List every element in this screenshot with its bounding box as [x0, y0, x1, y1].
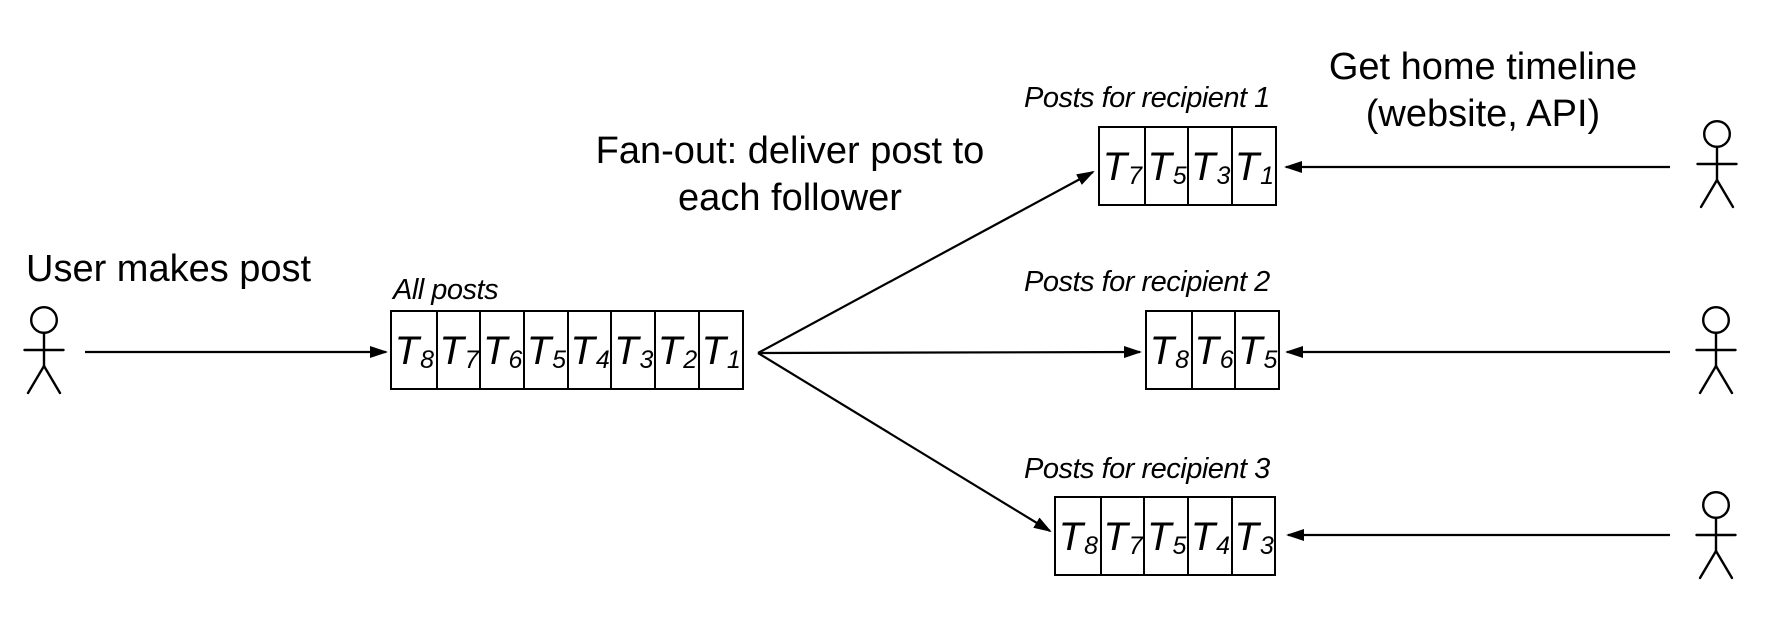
timeline-reader-2-figure-icon — [1695, 306, 1737, 395]
all-posts-label: All posts — [393, 274, 499, 306]
fanout-label-line1: Fan-out: deliver post to — [595, 130, 985, 172]
arrow-fanout-to-recipient-1 — [757, 171, 1095, 354]
recipient-2-label: Posts for recipient 2 — [1024, 266, 1270, 298]
get-home-timeline-label-line1: Get home timeline — [1328, 46, 1638, 88]
fanout-label: Fan-out: deliver post to each follower — [545, 128, 1035, 222]
recipient-1-label: Posts for recipient 1 — [1024, 82, 1270, 114]
timeline-reader-3-figure-icon — [1695, 491, 1737, 580]
user-makes-post-label: User makes post — [26, 248, 312, 290]
get-home-timeline-label-line2: (website, API) — [1365, 93, 1601, 135]
timeline-reader-1-figure-icon — [1696, 119, 1738, 209]
arrow-fanout-to-recipient-2 — [757, 346, 1142, 359]
fanout-label-line2: each follower — [678, 177, 902, 219]
get-home-timeline-label: Get home timeline (website, API) — [1290, 44, 1676, 138]
posting-user-figure-icon — [23, 306, 65, 395]
recipient-3-label: Posts for recipient 3 — [1024, 453, 1270, 485]
arrow-fanout-to-recipient-3 — [757, 352, 1052, 533]
